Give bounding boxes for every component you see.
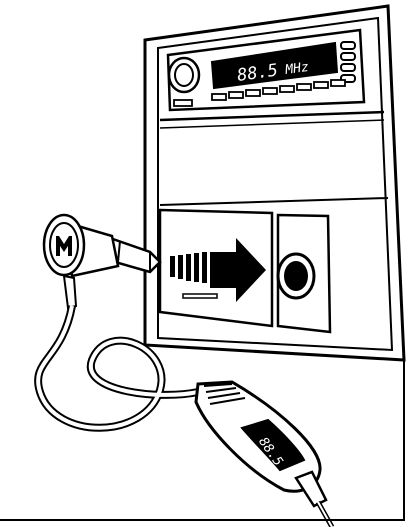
fm-transmitter-unit: 88.5	[196, 382, 332, 527]
volume-knob	[169, 58, 199, 92]
accessory-panel	[160, 210, 330, 332]
car-charger-plug	[44, 215, 160, 308]
panel-slot	[183, 294, 217, 298]
power-socket-icon	[278, 254, 314, 298]
